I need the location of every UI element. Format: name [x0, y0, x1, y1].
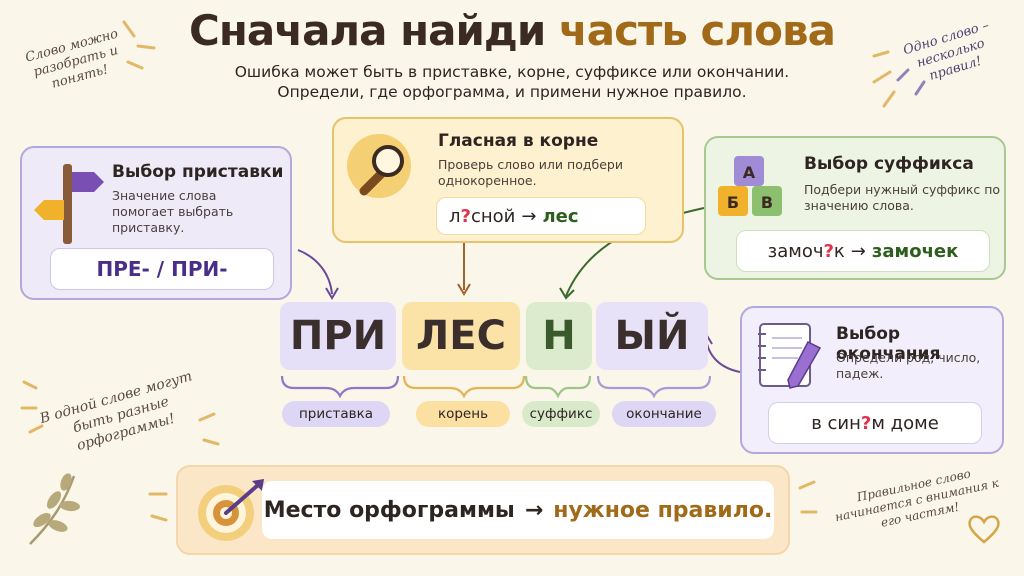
word-segment-suffix: Н — [526, 302, 592, 370]
label-prefix: приставка — [282, 401, 390, 427]
suffix-example-end: к — [833, 240, 845, 262]
bottom-arrow: → — [524, 497, 544, 523]
block-a-label: А — [743, 163, 756, 182]
abc-blocks-icon: А Б В — [718, 156, 782, 216]
bottom-result: нужное правило. — [553, 497, 773, 523]
bottom-banner: Место орфограммы → нужное правило. — [176, 465, 790, 555]
magnifier-icon — [347, 134, 411, 198]
block-v-label: В — [761, 193, 773, 212]
card-prefix: Выбор приставки Значение слова помогает … — [20, 146, 292, 300]
title-highlight: часть слова — [558, 6, 836, 55]
suffix-example-start: замоч — [767, 240, 824, 262]
root-example-start: л — [449, 205, 461, 227]
subtitle: Ошибка может быть в приставке, корне, су… — [0, 62, 1024, 102]
bottom-rule: Место орфограммы → нужное правило. — [262, 481, 774, 539]
card-prefix-text: Значение слова помогает выбрать приставк… — [112, 188, 234, 235]
target-arrow-icon — [198, 479, 264, 541]
ending-example-question: ? — [860, 412, 872, 434]
subtitle-line1: Ошибка может быть в приставке, корне, су… — [234, 63, 790, 81]
leaf-branch-icon — [29, 473, 80, 545]
card-ending-text: Определи род, число, падеж. — [836, 350, 981, 381]
card-root: Гласная в корне Проверь слово или подбер… — [332, 117, 684, 243]
heart-icon — [968, 515, 1000, 544]
word-segment-root: ЛЕС — [402, 302, 520, 370]
title-part1: Сначала найди — [189, 6, 546, 55]
root-example-question: ? — [460, 205, 471, 227]
card-suffix-title: Выбор суффикса — [804, 154, 974, 174]
suffix-example-check: замочек — [871, 240, 959, 262]
suffix-example-arrow: → — [850, 240, 866, 262]
label-root: корень — [416, 401, 510, 427]
root-example-check: лес — [542, 205, 579, 227]
word-segment-ending: ЫЙ — [596, 302, 708, 370]
bottom-text: Место орфограммы — [263, 497, 515, 523]
notebook-pencil-icon — [758, 323, 822, 389]
card-prefix-title: Выбор приставки — [112, 162, 284, 182]
subtitle-line2: Определи, где орфограмма, и примени нужн… — [277, 83, 747, 101]
card-ending-title: Выбор окончания — [836, 324, 941, 364]
card-suffix: А Б В Выбор суффикса Подбери нужный суфф… — [704, 136, 1006, 280]
card-root-title: Гласная в корне — [438, 131, 599, 151]
label-ending: окончание — [612, 401, 716, 427]
word-segment-prefix: ПРИ — [280, 302, 396, 370]
card-ending: Выбор окончания Определи род, число, пад… — [740, 306, 1004, 454]
root-example-end: сной — [470, 205, 516, 227]
signpost-icon — [34, 164, 104, 244]
card-prefix-example: ПРЕ- / ПРИ- — [50, 248, 274, 290]
card-root-text: Проверь слово или подбери однокоренное. — [438, 157, 623, 188]
card-suffix-text: Подбери нужный суффикс по значению слова… — [804, 182, 1001, 213]
label-suffix: суффикс — [522, 401, 600, 427]
suffix-example-question: ? — [823, 240, 834, 262]
ending-example-start: в син — [811, 412, 861, 434]
block-b-label: Б — [727, 193, 739, 212]
page-title: Сначала найди часть слова — [0, 6, 1024, 55]
ending-example-end: м доме — [871, 412, 939, 434]
card-ending-example: в син?м доме — [768, 402, 982, 444]
root-example-arrow: → — [521, 205, 537, 227]
card-root-example: л?сной → лес — [436, 197, 646, 235]
card-suffix-example: замоч?к → замочек — [736, 230, 990, 272]
